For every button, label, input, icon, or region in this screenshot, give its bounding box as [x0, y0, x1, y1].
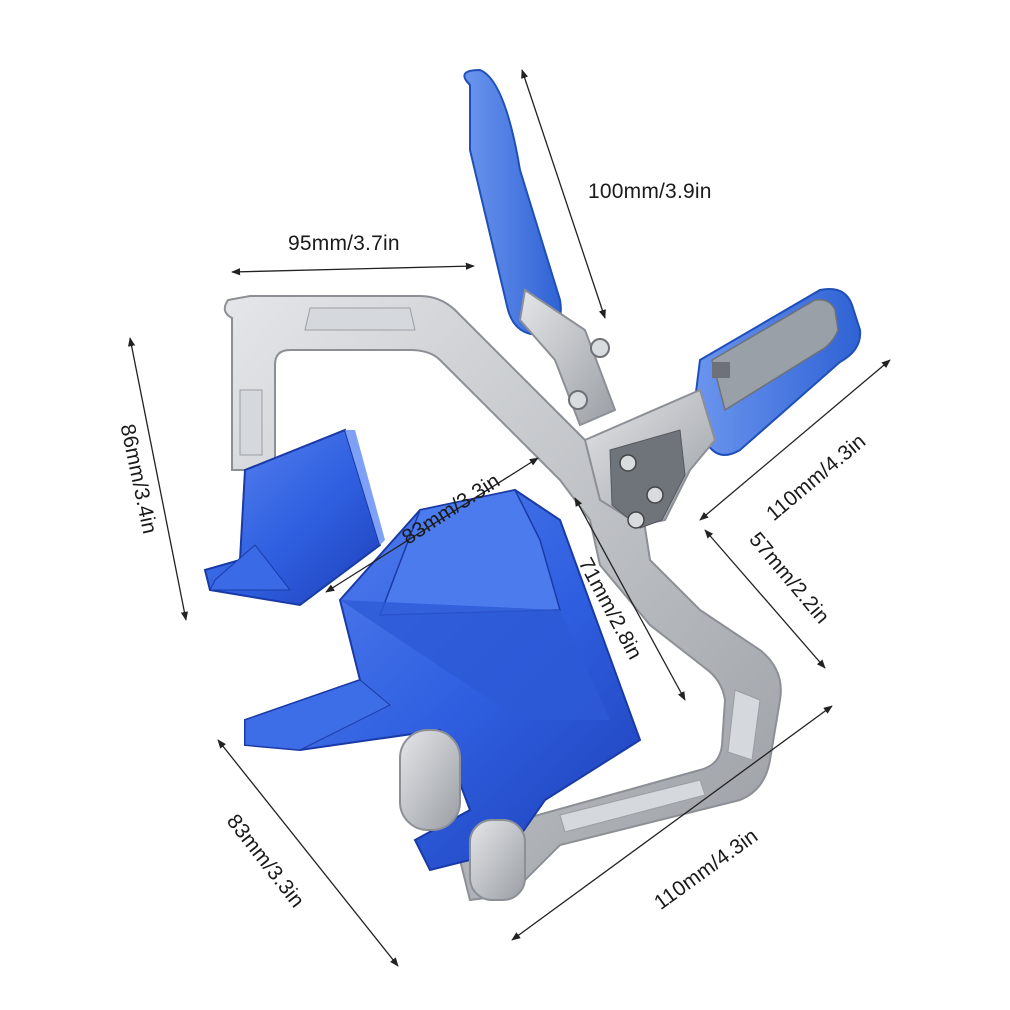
dim-line-top-jaw-width: [231, 262, 475, 276]
dim-line-right-handle-length: [699, 359, 891, 521]
dim-line-inner-diagonal: [325, 457, 539, 593]
lower-handle: [583, 288, 862, 529]
dim-line-left-height: [128, 337, 188, 621]
dim-line-handle-length: [521, 69, 606, 319]
dim-label-handle-length: 100mm/3.9in: [588, 180, 712, 203]
dimension-lines: [128, 69, 891, 967]
dim-line-jaw-depth: [574, 497, 686, 701]
dim-line-bottom-length: [511, 705, 833, 941]
dim-line-base-width: [217, 739, 399, 967]
dim-label-top-jaw-width: 95mm/3.7in: [288, 232, 400, 255]
dim-line-throat-depth: [704, 529, 826, 669]
